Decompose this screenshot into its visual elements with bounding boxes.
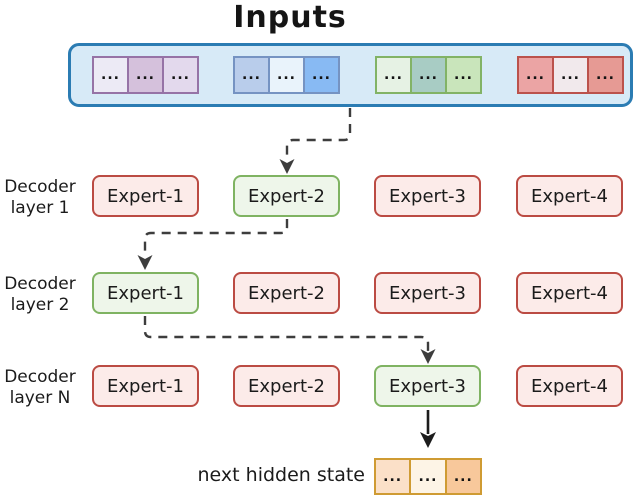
layer-label-line2: layer 2: [10, 295, 70, 315]
layer-2-label: Decoder layer 2: [0, 274, 80, 316]
next-hidden-state-label: next hidden state: [197, 464, 365, 486]
expert-label: Expert-3: [389, 185, 466, 207]
expert-label: Expert-4: [531, 282, 608, 304]
layer2-expert-1-selected: Expert-1: [92, 272, 199, 314]
token-cell: ...: [587, 58, 622, 92]
expert-label: Expert-3: [389, 282, 466, 304]
layer1-expert-2-selected: Expert-2: [233, 175, 340, 217]
layerN-expert-4: Expert-4: [516, 365, 623, 407]
token-group-red: ... ... ...: [517, 56, 624, 94]
layer2-expert-2: Expert-2: [233, 272, 340, 314]
layerN-expert-3-selected: Expert-3: [374, 365, 481, 407]
token-cell: ...: [444, 460, 480, 493]
token-cell: ...: [410, 58, 445, 92]
page-title: Inputs: [233, 0, 347, 35]
token-cell: ...: [519, 58, 552, 92]
route-layer1-to-layer2-expert1-arrow: [137, 219, 289, 270]
layer-label-line1: Decoder: [4, 274, 76, 294]
expert-label: Expert-1: [107, 185, 184, 207]
layer-label-line1: Decoder: [4, 367, 76, 387]
route-inputs-to-layer1-expert2-arrow: [279, 108, 352, 174]
expert-label: Expert-4: [531, 185, 608, 207]
layer-label-line1: Decoder: [4, 177, 76, 197]
token-cell: ...: [94, 58, 127, 92]
token-cell: ...: [162, 58, 197, 92]
layer-label-line2: layer N: [9, 388, 71, 408]
layer2-expert-4: Expert-4: [516, 272, 623, 314]
expert3-to-output-arrow: [420, 410, 436, 448]
expert-label: Expert-4: [531, 375, 608, 397]
token-cell: ...: [445, 58, 480, 92]
expert-label: Expert-3: [389, 375, 466, 397]
layer-n-label: Decoder layer N: [0, 367, 80, 409]
layer1-expert-4: Expert-4: [516, 175, 623, 217]
token-cell: ...: [409, 460, 445, 493]
token-cell: ...: [376, 460, 410, 493]
expert-label: Expert-2: [248, 185, 325, 207]
route-layer2-to-layerN-expert3-arrow: [143, 316, 436, 364]
layer2-expert-3: Expert-3: [374, 272, 481, 314]
expert-label: Expert-1: [107, 282, 184, 304]
expert-label: Expert-2: [248, 375, 325, 397]
token-cell: ...: [377, 58, 410, 92]
token-cell: ...: [552, 58, 587, 92]
token-group-purple: ... ... ...: [92, 56, 199, 94]
layer1-expert-1: Expert-1: [92, 175, 199, 217]
expert-label: Expert-2: [248, 282, 325, 304]
token-cell: ...: [268, 58, 303, 92]
layer-label-line2: layer 1: [10, 198, 70, 218]
layer-1-label: Decoder layer 1: [0, 177, 80, 219]
token-cell: ...: [303, 58, 338, 92]
expert-label: Expert-1: [107, 375, 184, 397]
layer1-expert-3: Expert-3: [374, 175, 481, 217]
token-cell: ...: [235, 58, 268, 92]
next-hidden-state-tokens: ... ... ...: [374, 458, 482, 495]
layerN-expert-2: Expert-2: [233, 365, 340, 407]
token-group-green: ... ... ...: [375, 56, 482, 94]
token-group-blue: ... ... ...: [233, 56, 340, 94]
layerN-expert-1: Expert-1: [92, 365, 199, 407]
token-cell: ...: [127, 58, 162, 92]
